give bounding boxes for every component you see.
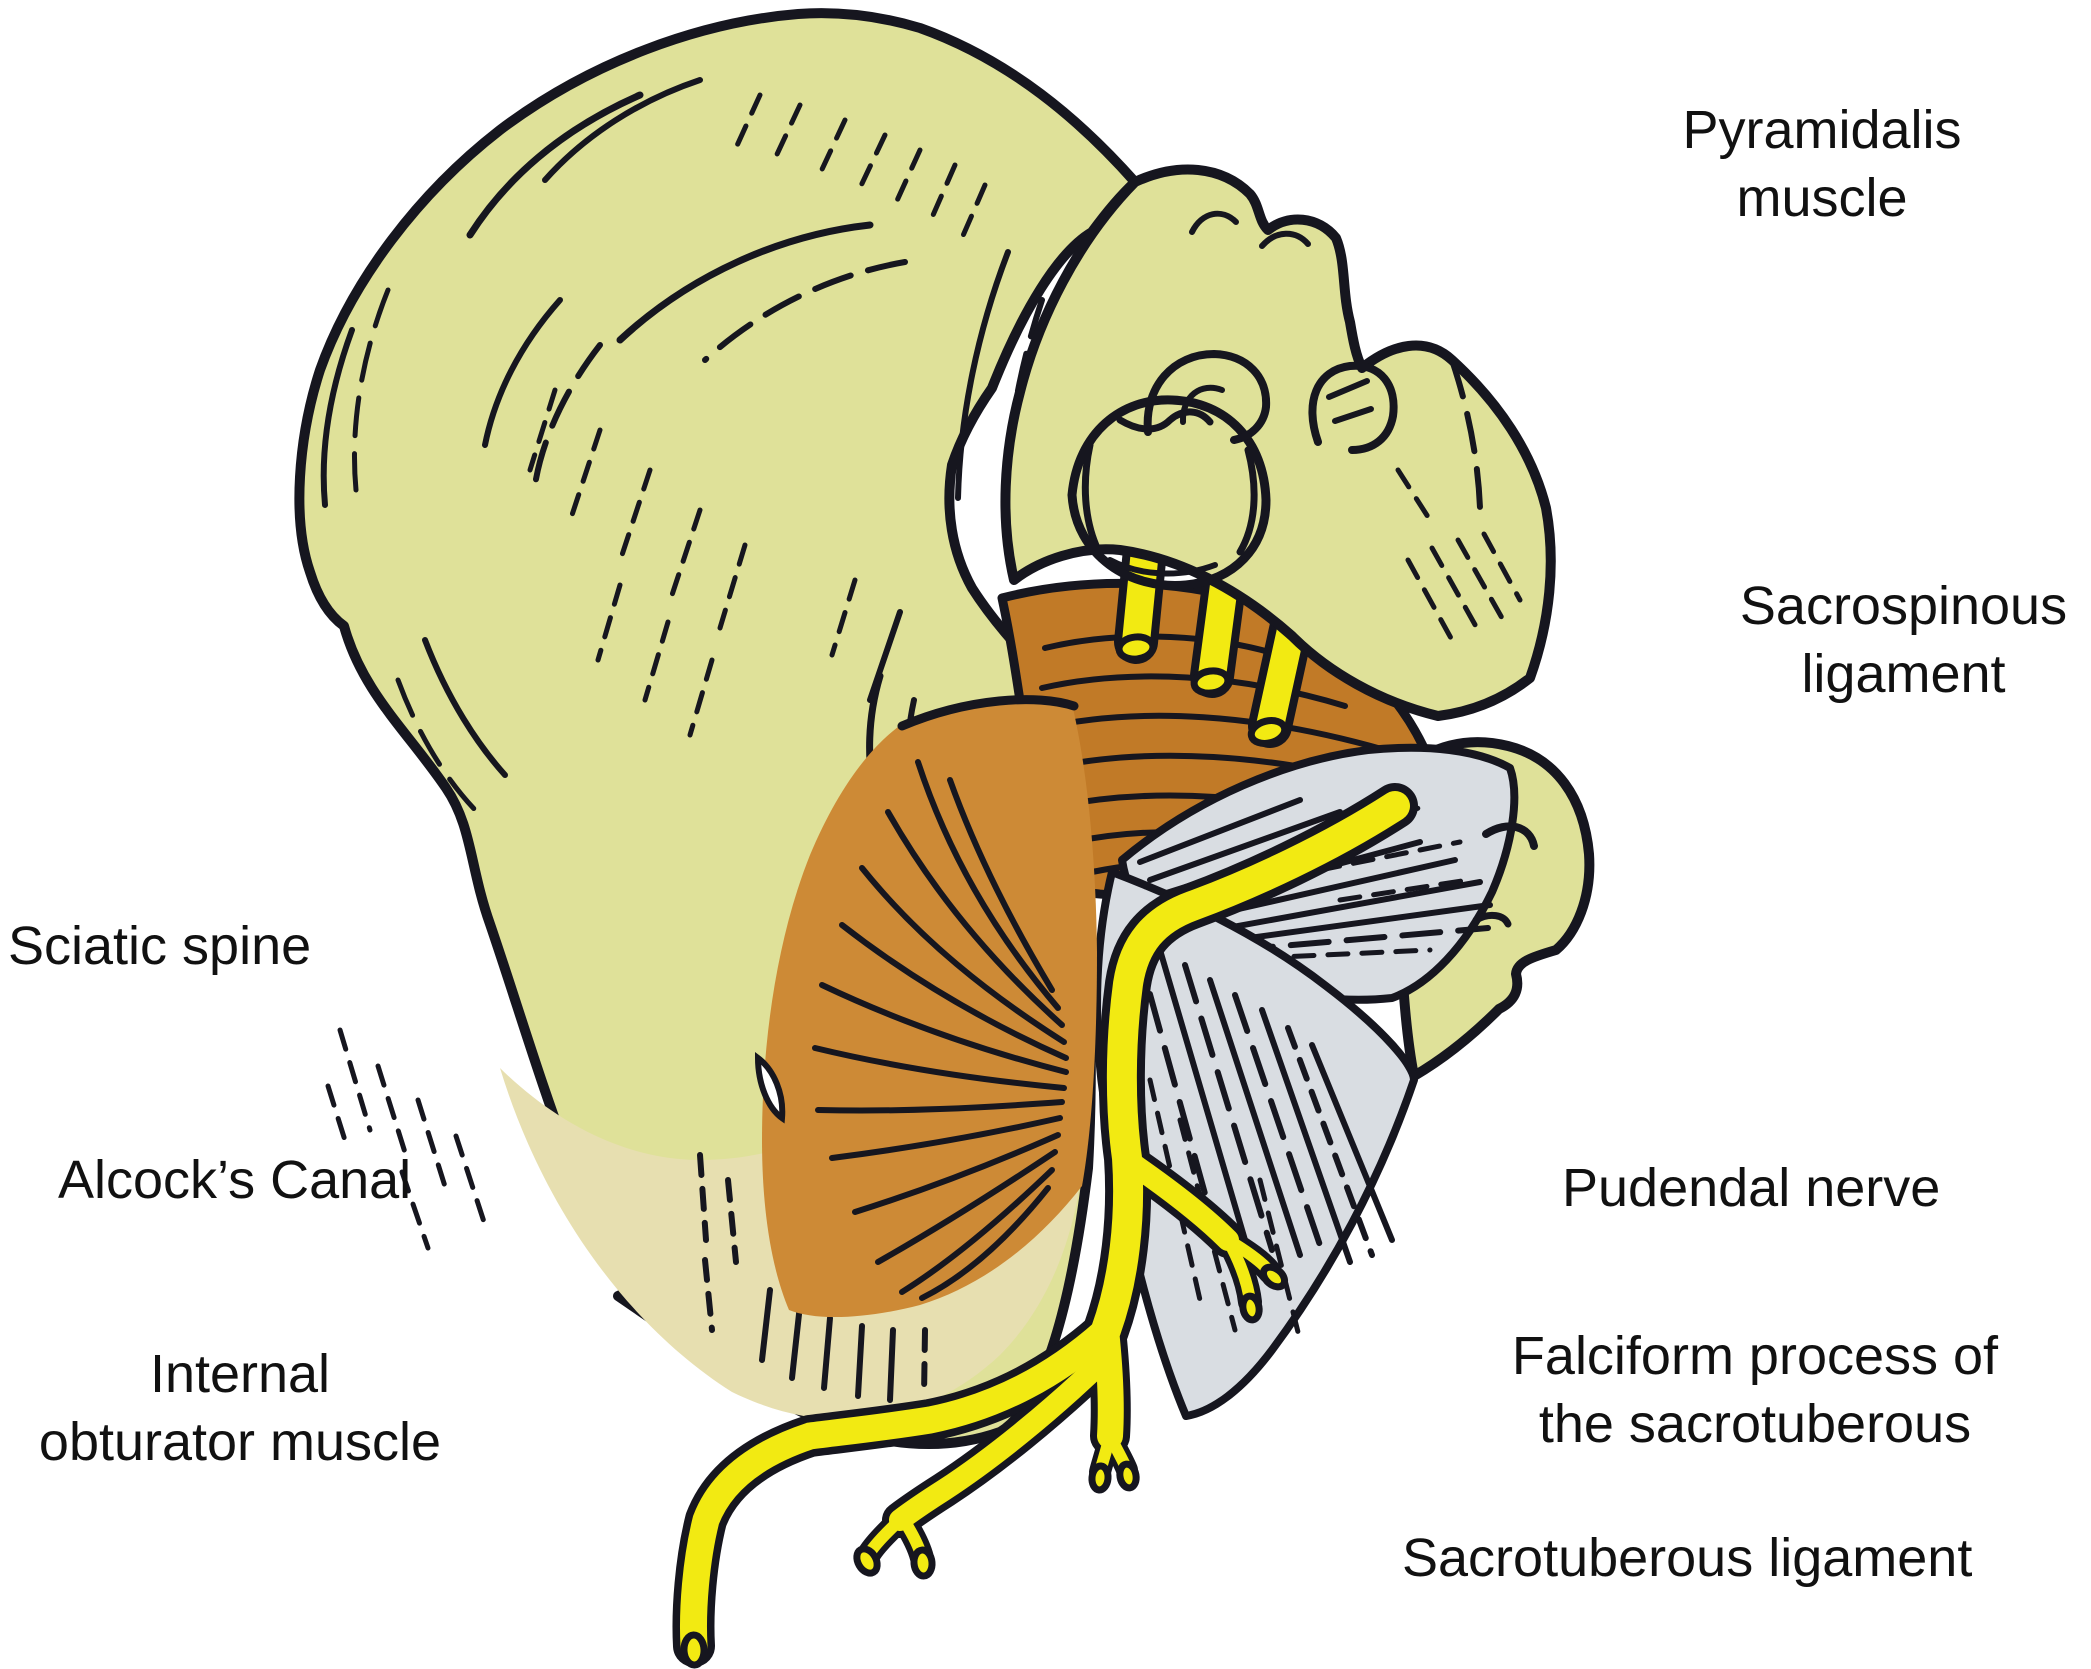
label-sciatic-spine: Sciatic spine [8,916,312,976]
label-pyramidalis-muscle: Pyramidalis muscle [1682,100,1962,228]
sacrum-bone [1000,164,1556,721]
label-sacrospinous-ligament: Sacrospinous ligament [1739,576,2068,704]
pudendal-nerve-illustration [672,783,1418,1669]
label-alcocks-canal: Alcock’s Canal [58,1150,412,1210]
internal-obturator-muscle [754,695,1097,1318]
label-pudendal-nerve: Pudendal nerve [1562,1158,1941,1218]
label-sacrotuberous-ligament: Sacrotuberous ligament [1402,1528,1973,1588]
label-internal-obturator-muscle: Internal obturator muscle [38,1344,442,1472]
label-falciform-process: Falciform process of the sacrotuberous [1511,1326,1999,1454]
